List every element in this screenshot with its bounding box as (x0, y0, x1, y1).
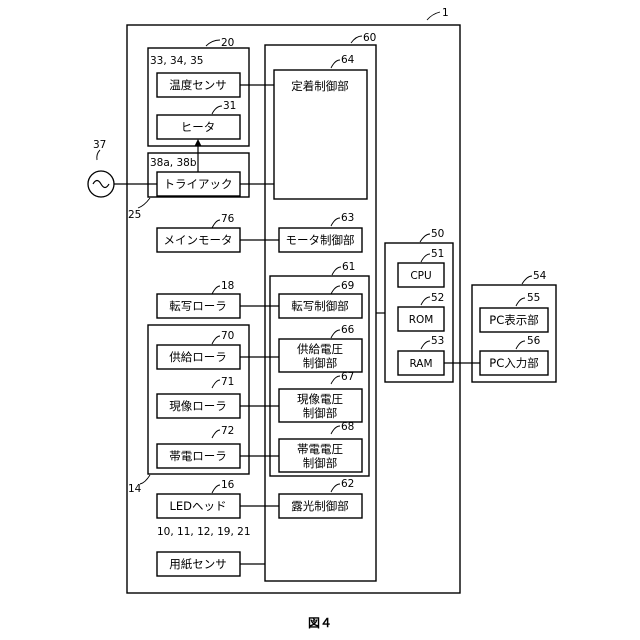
charge-control-label-1: 帯電電圧 (297, 442, 343, 456)
charge-control-ref: 68 (341, 421, 354, 433)
computer-leader (420, 234, 430, 242)
triac-group-ref: 38a, 38b (150, 157, 197, 169)
develop-control-ref: 67 (341, 371, 354, 383)
temp-sensor-ref: 33, 34, 35 (150, 55, 203, 67)
develop-roller-ref: 71 (221, 376, 234, 388)
exposure-control-label: 露光制御部 (291, 499, 349, 513)
fixing-unit-ref: 20 (221, 37, 234, 49)
triac-box-ref: 25 (128, 209, 141, 221)
transfer-roller-ref: 18 (221, 280, 234, 292)
motor-control-leader (331, 218, 340, 226)
charge-roller-label: 帯電ローラ (169, 449, 227, 463)
transfer-control-ref: 69 (341, 280, 354, 292)
charge-roller-leader (212, 430, 220, 438)
ram-leader (421, 341, 430, 349)
supply-control-ref: 66 (341, 324, 355, 336)
transfer-roller-label: 転写ローラ (169, 299, 227, 313)
heater-leader (212, 106, 222, 114)
rom-label: ROM (409, 314, 434, 326)
cpu-label: CPU (410, 270, 431, 282)
fixing-control-ref: 64 (341, 54, 355, 66)
supply-roller-label: 供給ローラ (169, 350, 227, 364)
charge-control-leader (331, 426, 340, 434)
cpu-leader (421, 254, 430, 262)
supply-control-label-1: 供給電圧 (297, 342, 343, 356)
supply-control-label-2: 制御部 (303, 356, 338, 370)
cpu-ref: 51 (431, 248, 444, 260)
pc-display-label: PC表示部 (489, 313, 538, 327)
exposure-control-ref: 62 (341, 478, 354, 490)
control-unit-ref: 60 (363, 32, 376, 44)
control-unit-leader (351, 36, 362, 43)
device-leader (427, 12, 440, 20)
fixing-control-leader (331, 60, 340, 68)
pc-ref: 54 (533, 270, 547, 282)
paper-sensor-label: 用紙センサ (169, 557, 227, 571)
ac-source-ref: 37 (93, 139, 106, 151)
main-motor-leader (212, 220, 220, 228)
led-head-leader (212, 485, 220, 493)
triac-to-heater-arrowhead (195, 139, 202, 146)
supply-roller-ref: 70 (221, 330, 234, 342)
develop-roller-leader (212, 380, 220, 388)
pc-input-label: PC入力部 (489, 356, 538, 370)
pc-leader (522, 276, 532, 284)
paper-sensor-ref: 10, 11, 12, 19, 21 (157, 526, 251, 538)
process-group-leader (140, 475, 150, 484)
motor-control-ref: 63 (341, 212, 354, 224)
fixing-control-label: 定着制御部 (291, 79, 349, 93)
charge-roller-ref: 72 (221, 425, 234, 437)
device-ref: 1 (442, 7, 449, 19)
voltage-group-leader (332, 267, 341, 275)
computer-ref: 50 (431, 228, 444, 240)
temp-sensor-label: 温度センサ (169, 78, 227, 92)
voltage-group-ref: 61 (342, 261, 355, 273)
develop-control-leader (331, 376, 340, 384)
triac-label: トライアック (164, 177, 233, 191)
ram-label: RAM (409, 358, 432, 370)
transfer-control-label: 転写制御部 (291, 299, 349, 313)
pc-display-leader (516, 298, 525, 306)
pc-input-ref: 56 (527, 335, 541, 347)
develop-control-label-2: 制御部 (303, 406, 338, 420)
heater-ref: 31 (223, 100, 236, 112)
main-motor-label: メインモータ (164, 233, 233, 247)
develop-roller-label: 現像ローラ (169, 399, 227, 413)
charge-control-label-2: 制御部 (303, 456, 338, 470)
pc-display-ref: 55 (527, 292, 540, 304)
ram-ref: 53 (431, 335, 444, 347)
rom-ref: 52 (431, 292, 444, 304)
pc-input-leader (516, 341, 525, 349)
ac-source-leader (97, 150, 100, 160)
motor-control-label: モータ制御部 (286, 233, 355, 247)
led-head-ref: 16 (221, 479, 235, 491)
heater-label: ヒータ (181, 120, 216, 134)
main-motor-ref: 76 (221, 213, 235, 225)
transfer-roller-leader (212, 286, 220, 294)
triac-box-leader (138, 198, 150, 208)
transfer-control-leader (331, 286, 340, 294)
rom-leader (421, 297, 430, 305)
supply-control-leader (331, 330, 340, 338)
figure-caption: 図４ (308, 616, 332, 630)
fixing-unit-leader (206, 40, 220, 46)
exposure-control-leader (331, 484, 340, 492)
process-group-ref: 14 (128, 483, 142, 495)
supply-roller-leader (212, 336, 220, 344)
develop-control-label-1: 現像電圧 (297, 392, 343, 406)
led-head-label: LEDヘッド (169, 499, 226, 513)
